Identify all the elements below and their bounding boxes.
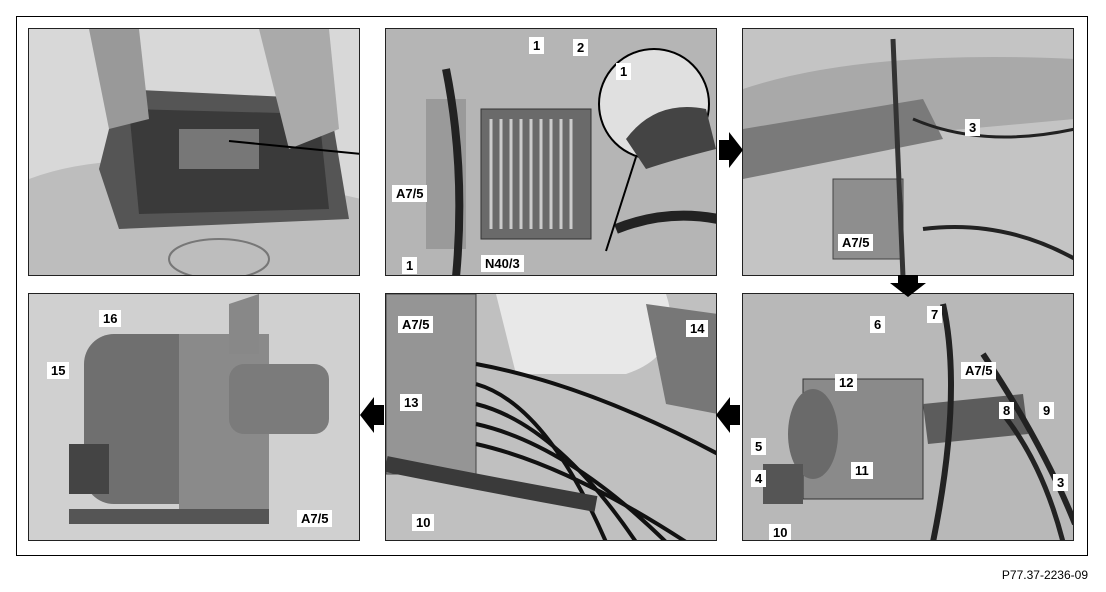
callout-16: 16 <box>99 310 122 327</box>
arrow-down-icon <box>890 275 926 297</box>
callout-3: 3 <box>965 119 981 136</box>
callout-a7-5: A7/5 <box>961 362 997 379</box>
callout-10: 10 <box>412 514 435 531</box>
callout-10: 10 <box>769 524 792 540</box>
panel-mounting-location: 3 A7/5 <box>742 28 1074 276</box>
panel-removal-detail: 6 7 A7/5 12 8 9 5 4 11 3 10 <box>742 293 1074 541</box>
trunk-photo <box>29 29 359 275</box>
panel-trunk-overview <box>28 28 360 276</box>
callout-a7-5: A7/5 <box>392 185 428 202</box>
arrow-left-icon <box>716 397 740 433</box>
figure-frame <box>16 16 1088 556</box>
location-photo <box>743 29 1073 275</box>
panel-removed-module: 16 15 A7/5 <box>28 293 360 541</box>
callout-1c: 1 <box>402 257 418 274</box>
callout-1b: 1 <box>616 63 632 80</box>
callout-14: 14 <box>686 320 709 337</box>
figure-reference: P77.37-2236-09 <box>1001 568 1088 582</box>
callout-5: 5 <box>751 438 767 455</box>
callout-6: 6 <box>870 316 886 333</box>
callout-a7-5: A7/5 <box>297 510 333 527</box>
callout-9: 9 <box>1039 402 1055 419</box>
callout-3: 3 <box>1053 474 1069 491</box>
arrow-right-icon <box>719 132 743 168</box>
callout-13: 13 <box>400 394 423 411</box>
removal-photo <box>743 294 1073 540</box>
callout-n40-3: N40/3 <box>481 255 524 272</box>
callout-4: 4 <box>751 470 767 487</box>
arrow-left-icon <box>360 397 384 433</box>
module-part-photo <box>29 294 359 540</box>
callout-a7-5: A7/5 <box>838 234 874 251</box>
panel-module-closeup: 1 2 1 A7/5 1 N40/3 <box>385 28 717 276</box>
panel-connector-view: A7/5 14 13 10 <box>385 293 717 541</box>
callout-15: 15 <box>47 362 70 379</box>
callout-a7-5: A7/5 <box>398 316 434 333</box>
callout-12: 12 <box>835 374 858 391</box>
callout-7: 7 <box>927 306 943 323</box>
callout-2: 2 <box>573 39 589 56</box>
module-photo <box>386 29 716 275</box>
callout-8: 8 <box>999 402 1015 419</box>
callout-1a: 1 <box>529 37 545 54</box>
callout-11: 11 <box>851 462 873 479</box>
connector-photo <box>386 294 716 540</box>
